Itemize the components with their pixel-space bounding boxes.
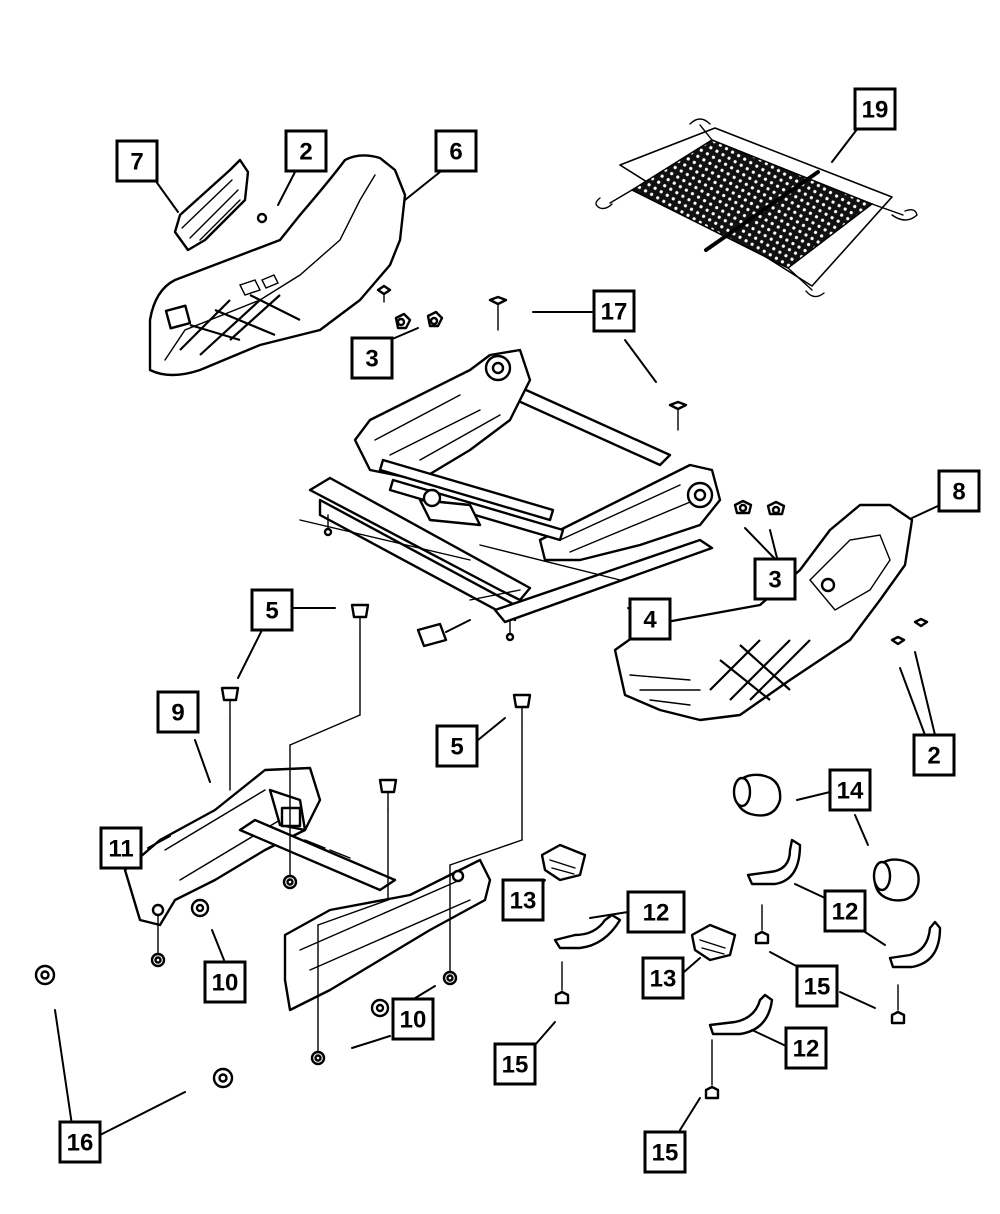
svg-text:17: 17 [601,299,628,326]
callout-5b: 5 [435,724,479,768]
seat-adjuster-frame [299,348,722,648]
svg-text:9: 9 [171,700,184,727]
outboard-side-shield [148,154,407,377]
callout-14: 14 [828,768,872,812]
svg-text:5: 5 [450,734,463,761]
adjuster-bolts [488,295,688,431]
svg-text:7: 7 [130,149,143,176]
cargo-net [595,118,918,298]
pin-guide-lines [157,634,523,1056]
svg-text:2: 2 [299,139,312,166]
svg-text:13: 13 [650,966,677,993]
svg-text:2: 2 [927,743,940,770]
shield-nuts-right [733,499,786,516]
callout-2a: 2 [284,129,328,173]
callout-7: 7 [115,139,159,183]
callout-12b: 12 [823,889,867,933]
svg-text:10: 10 [400,1007,427,1034]
retaining-straps [553,838,942,1036]
svg-text:4: 4 [643,607,657,634]
riser-bracket-left [123,766,322,927]
callout-19: 19 [853,87,897,131]
recliner-handle [173,158,268,252]
svg-text:19: 19 [862,97,889,124]
svg-text:11: 11 [108,836,133,863]
svg-text:8: 8 [952,479,965,506]
callout-8: 8 [937,469,981,513]
callout-10b: 10 [391,997,435,1041]
leader-lines [54,127,941,1136]
callout-4: 4 [628,597,672,641]
svg-text:12: 12 [793,1036,820,1063]
callout-13a: 13 [501,878,545,922]
callout-12c: 12 [784,1026,828,1070]
callout-15c: 15 [643,1130,687,1174]
shield-screws [376,284,444,330]
svg-text:12: 12 [643,900,670,927]
svg-text:3: 3 [365,346,378,373]
callout-16: 16 [58,1120,102,1164]
callout-15a: 15 [493,1042,537,1086]
riser-bracket-right [283,858,492,1012]
callout-6: 6 [434,129,478,173]
callout-9: 9 [156,690,200,734]
svg-text:12: 12 [832,899,859,926]
callout-13b: 13 [641,956,685,1000]
svg-text:15: 15 [652,1140,679,1167]
svg-text:10: 10 [212,970,239,997]
retainer-nuts [34,874,458,1089]
svg-text:16: 16 [67,1130,94,1157]
svg-text:15: 15 [502,1052,529,1079]
callout-2b: 2 [912,733,956,777]
wire-harness-clips [540,843,737,962]
callout-12a: 12 [626,890,686,934]
callout-5a: 5 [250,588,294,632]
svg-text:15: 15 [804,974,831,1001]
callout-11: 11 [99,826,143,870]
callout-15b: 15 [795,964,839,1008]
svg-text:6: 6 [449,139,462,166]
callout-3b: 3 [753,557,797,601]
callout-17: 17 [592,289,636,333]
riser-pins [220,603,532,811]
svg-text:5: 5 [265,598,278,625]
riser-crossmember [238,818,397,892]
svg-text:3: 3 [768,567,781,594]
callout-10a: 10 [203,960,247,1004]
callout-3a: 3 [350,336,394,380]
strap-screws [554,904,906,1100]
svg-text:13: 13 [510,888,537,915]
svg-text:14: 14 [837,778,864,805]
isolator-bushings [732,773,920,902]
